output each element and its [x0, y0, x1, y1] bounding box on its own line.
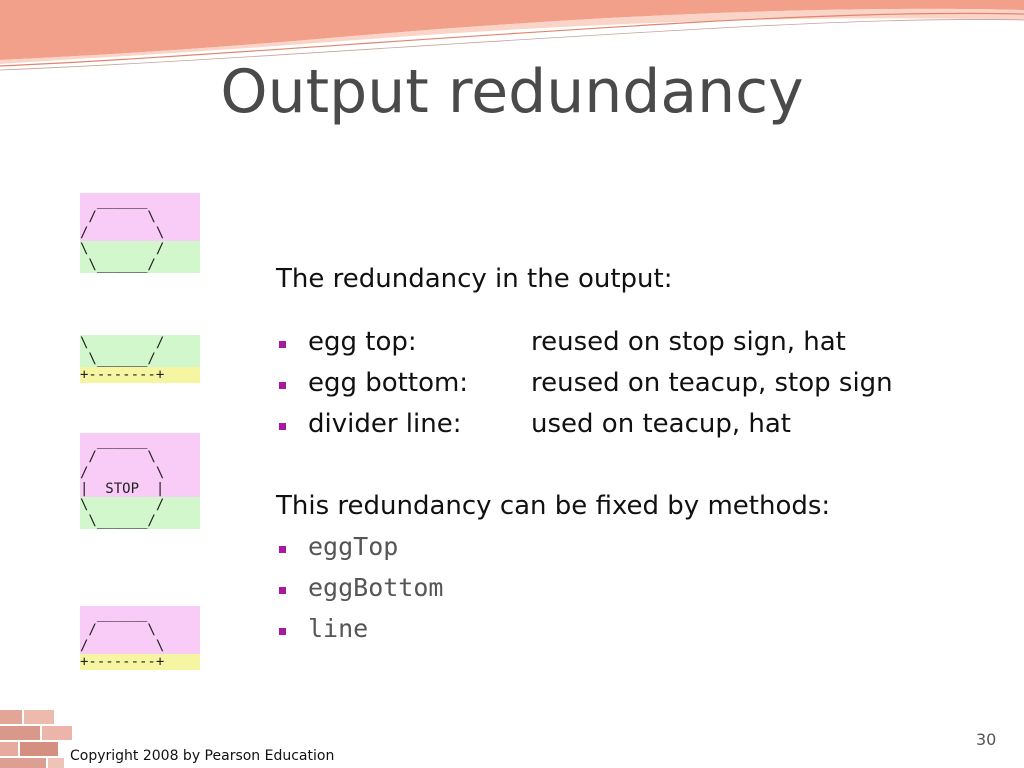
bullet-marker	[279, 587, 286, 594]
method-name: line	[308, 614, 369, 643]
ascii-line: ______	[80, 433, 200, 449]
redundancy-description: reused on teacup, stop sign	[531, 368, 893, 398]
copyright-footer: Copyright 2008 by Pearson Education	[70, 748, 335, 764]
ascii-line: | STOP |	[80, 481, 200, 497]
ascii-line: ______	[80, 193, 200, 209]
ascii-line: \ /	[80, 497, 200, 513]
redundancy-description: used on teacup, hat	[531, 409, 791, 439]
ascii-line: / \	[80, 225, 200, 241]
ascii-line: ______	[80, 606, 200, 622]
brick-wall-decoration	[0, 676, 150, 768]
ascii-line: \ /	[80, 335, 200, 351]
page-number: 30	[976, 730, 997, 749]
top-banner-decoration	[0, 0, 1024, 71]
ascii-line: \______/	[80, 351, 200, 367]
ascii-line: \______/	[80, 513, 200, 529]
fix-intro-text: This redundancy can be fixed by methods:	[276, 491, 831, 521]
bullet-marker	[279, 628, 286, 635]
slide-title: Output redundancy	[220, 57, 804, 127]
bullet-marker	[279, 341, 286, 348]
ascii-figure-stop-sign: ______ / \ / \ | STOP | \ / \______/	[80, 433, 200, 529]
method-name: eggBottom	[308, 573, 444, 602]
ascii-line: / \	[80, 465, 200, 481]
ascii-line: \______/	[80, 257, 200, 273]
ascii-line: +--------+	[80, 654, 200, 670]
intro-text: The redundancy in the output:	[276, 264, 673, 294]
bullet-marker	[279, 546, 286, 553]
redundancy-label: egg top:	[308, 327, 417, 357]
bullet-marker	[279, 423, 286, 430]
redundancy-label: egg bottom:	[308, 368, 469, 398]
bullet-marker	[279, 382, 286, 389]
ascii-figure-teacup: \ / \______/ +--------+	[80, 335, 200, 383]
redundancy-label: divider line:	[308, 409, 462, 439]
ascii-line: / \	[80, 622, 200, 638]
ascii-line: / \	[80, 638, 200, 654]
ascii-line: \ /	[80, 241, 200, 257]
ascii-figure-hat: ______ / \ / \ +--------+	[80, 606, 200, 670]
ascii-line: +--------+	[80, 367, 200, 383]
ascii-line: / \	[80, 449, 200, 465]
method-name: eggTop	[308, 532, 399, 561]
redundancy-description: reused on stop sign, hat	[531, 327, 846, 357]
ascii-line: / \	[80, 209, 200, 225]
ascii-figure-egg: ______ / \ / \ \ / \______/	[80, 193, 200, 273]
